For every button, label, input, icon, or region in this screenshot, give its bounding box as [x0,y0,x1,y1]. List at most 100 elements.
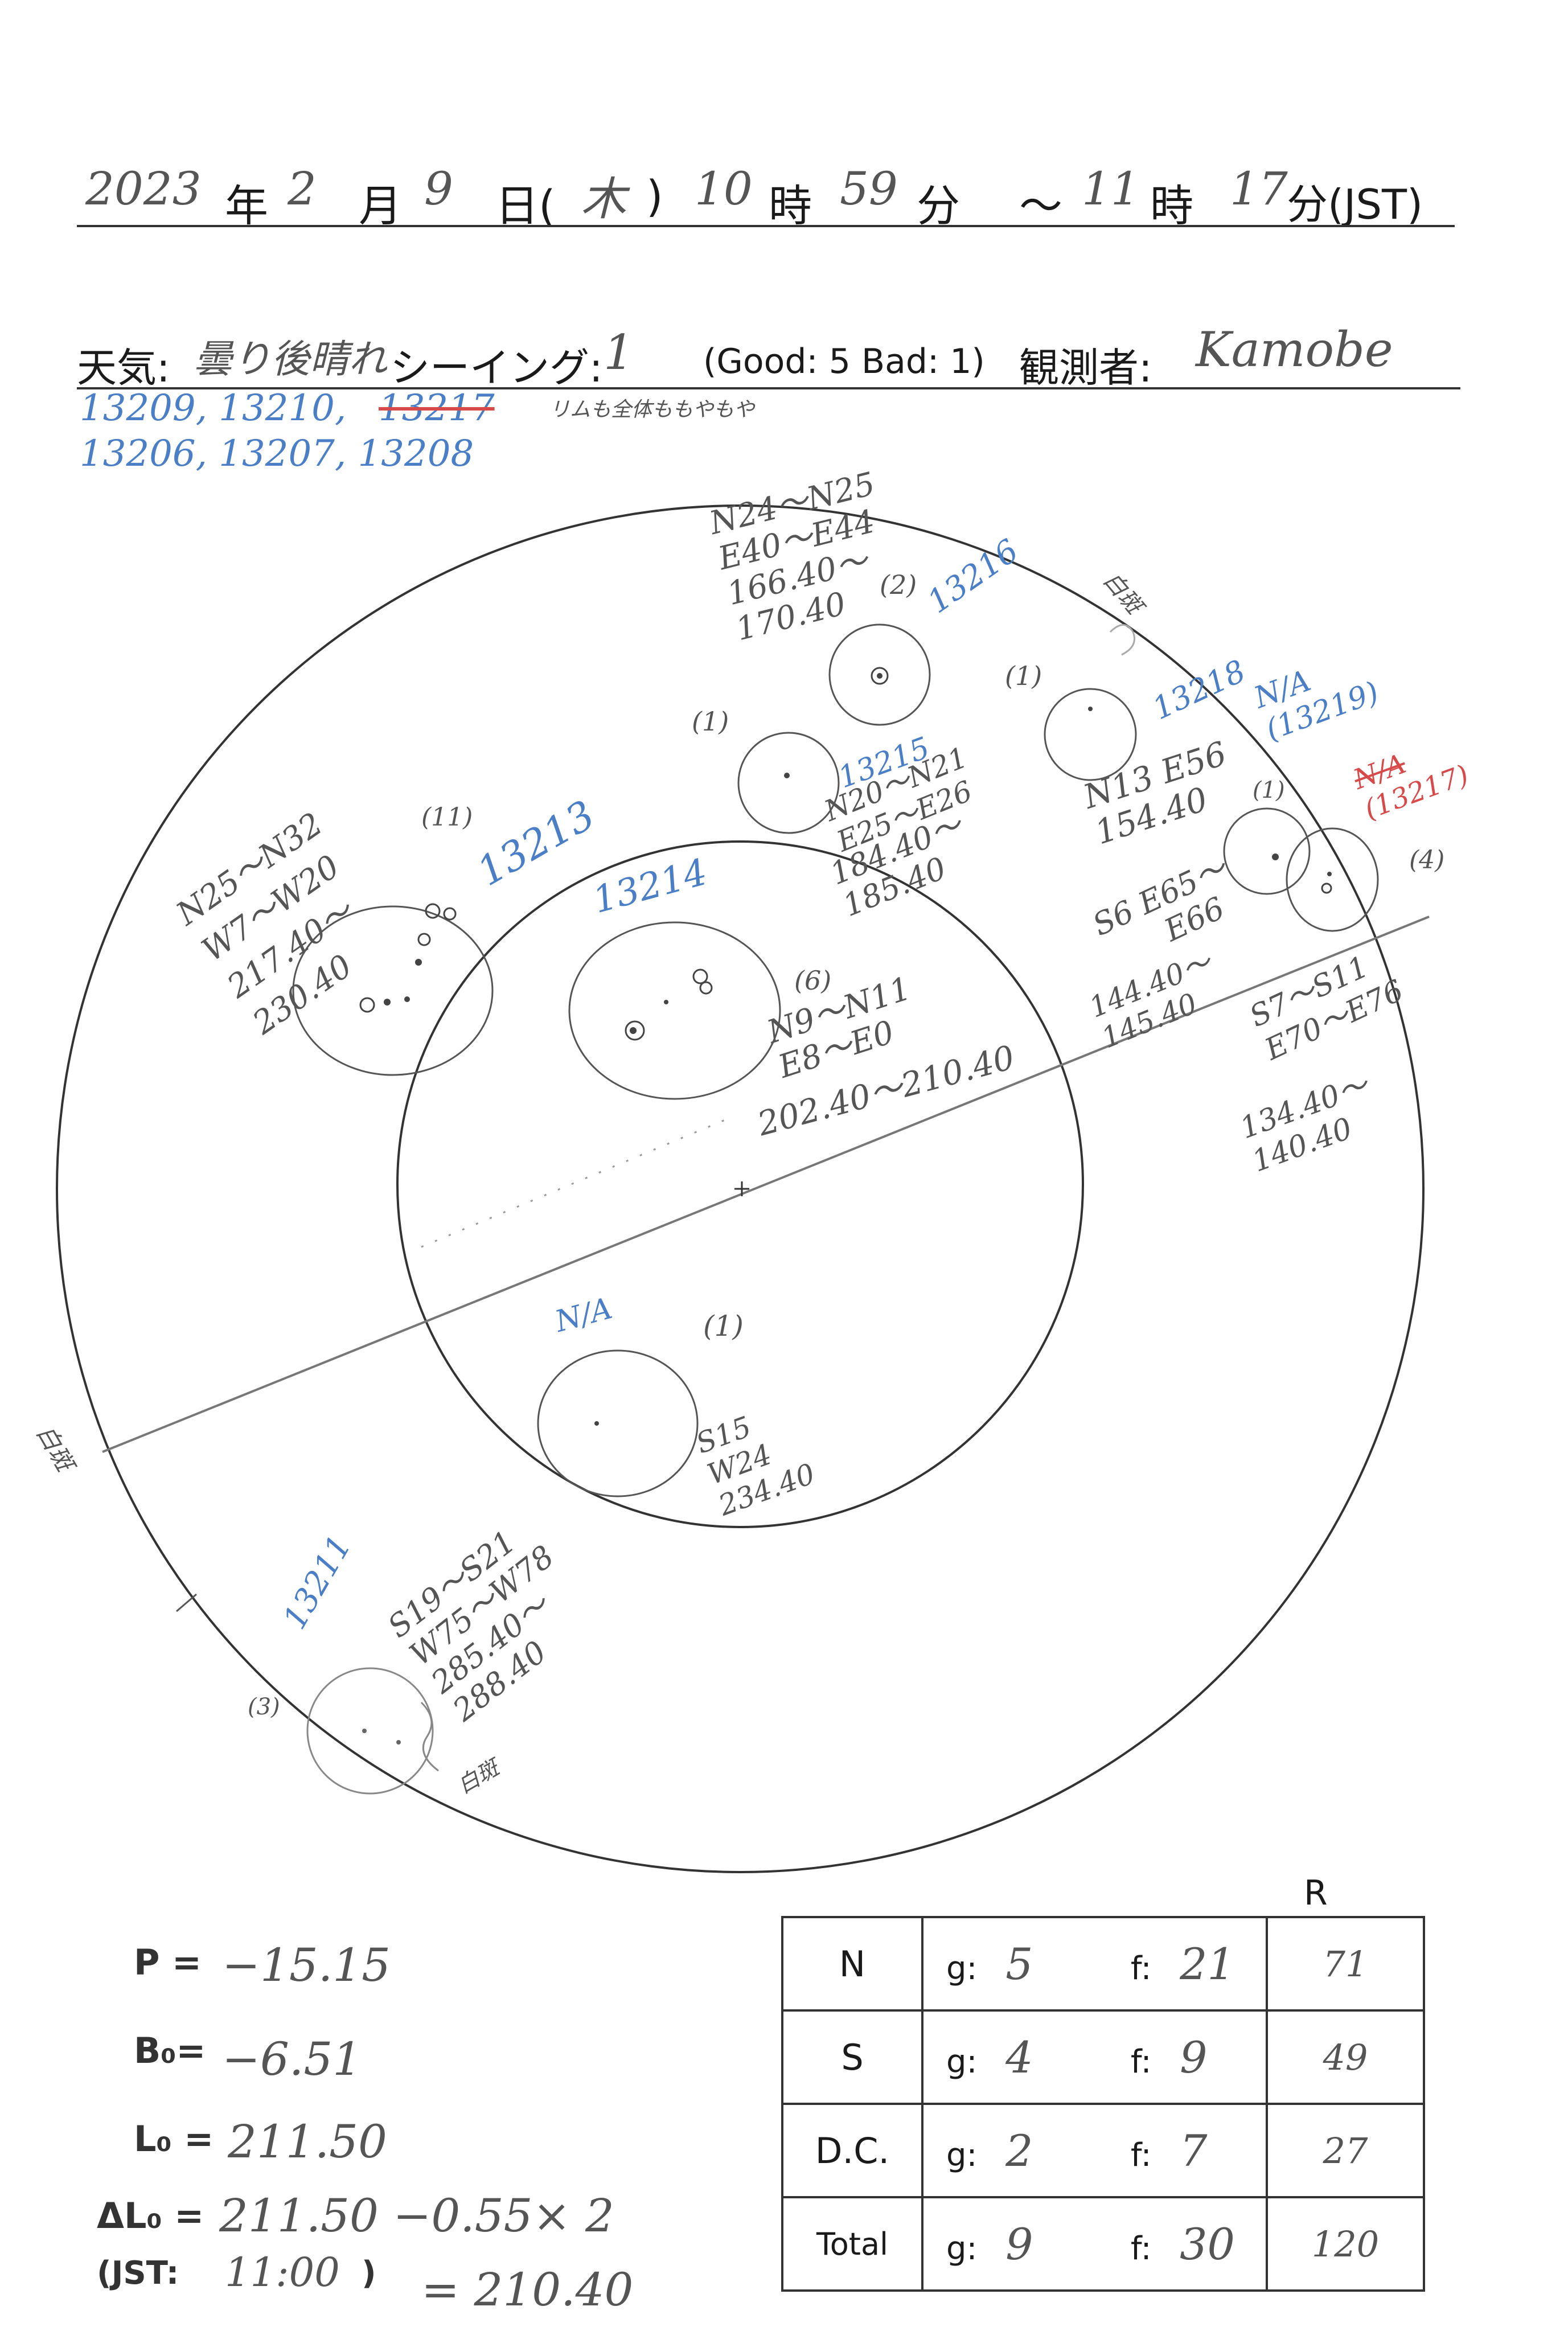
n-f-value: 21 [1180,1938,1235,1989]
seeing-scale: (Good: 5 Bad: 1) [703,342,985,381]
weekday-close: ) [646,171,663,221]
13217-count: (4) [1409,846,1445,875]
day-unit: 日( [495,180,556,231]
end-minute-unit: 分(JST) [1287,180,1423,228]
end-minute-value: 17 [1230,162,1288,215]
spot-group-13217 [1286,827,1379,932]
spot-group-13218 [1044,688,1137,781]
end-hour-value: 11 [1082,162,1140,215]
s-r-value: 49 [1266,2009,1425,2105]
delta-l0-expression: 211.50 −0.55× 2 [219,2189,614,2242]
seeing-value: 1 [604,325,634,380]
13215-count: (1) [692,706,729,737]
13213-count: (11) [421,803,473,832]
solar-disk-outline [56,504,1425,1873]
seeing-label: シーイング: [390,344,603,391]
f-label: f: [1130,2043,1152,2080]
inner-reference-circle [396,840,1084,1528]
n-g-value: 5 [1005,1938,1033,1989]
spot-13213-e [359,997,375,1013]
sunspot-count-table: N g: 5 f: 21 71 S g: 4 f: 9 49 D.C. g: 2… [781,1916,1425,2292]
spot-13214-c [625,1020,645,1041]
spot-13214-a [692,968,708,984]
na-group-count: (1) [703,1310,744,1343]
faculae-sketch-13211 [420,1701,439,1772]
13218-count: (1) [1005,660,1042,691]
spot-13217-b [1327,872,1332,876]
spot-13213-a [425,903,441,919]
dotted-guide-line [421,1115,735,1248]
spot-13213-g [404,996,410,1002]
limb-haze-note: リムも全体ももやもや [549,398,755,421]
year-unit: 年 [225,180,268,231]
jst-label: (JST: [97,2255,179,2292]
jst-close: ) [362,2255,376,2292]
weekday-value: 木 [581,173,626,225]
table-row: N g: 5 f: 21 71 [781,1916,1425,2012]
f-label: f: [1130,1950,1152,1987]
spot-13211-a [362,1729,367,1733]
spot-13217-a [1321,883,1332,894]
month-value: 2 [288,162,317,215]
p-angle-value: −15.15 [222,1939,391,1992]
b0-label: B₀= [134,2030,206,2071]
g-label: g: [946,2230,978,2267]
day-value: 9 [424,162,453,215]
spot-group-13211 [306,1667,434,1795]
start-hour-value: 10 [695,162,753,215]
row-label-dc: D.C. [781,2103,923,2198]
delta-l0-result: = 210.40 [421,2263,634,2316]
spot-13216-penumbra [871,667,889,685]
start-hour-unit: 時 [769,180,812,231]
observer-value: Kamobe [1196,322,1393,377]
spot-group-13213 [292,905,494,1076]
weather-value: 曇り後晴れ [194,337,388,382]
13219-count: (1) [1253,777,1285,803]
13216-count: (2) [880,569,917,600]
equator-line [102,916,1430,1453]
spot-13219-umbra [1272,853,1279,860]
weather-label: 天気: [77,344,170,391]
start-minute-unit: 分 [917,180,960,231]
s-f-value: 9 [1180,2032,1208,2083]
spot-13215-umbra [784,773,790,778]
b0-value: −6.51 [222,2033,362,2086]
r-column-header: R [1304,1873,1328,1913]
row-dc-gf: g: 2 f: 7 [921,2103,1268,2198]
spot-group-13216 [828,623,931,726]
spot-13213-f [384,999,391,1006]
total-r-value: 120 [1266,2196,1425,2292]
end-hour-unit: 時 [1150,180,1193,231]
n-r-value: 71 [1266,1916,1425,2012]
region-list-line2: 13206, 13207, 13208 [80,433,474,475]
total-g-value: 9 [1005,2218,1033,2270]
spot-13216-umbra [877,673,882,679]
table-row: S g: 4 f: 9 49 [781,2009,1425,2105]
f-label: f: [1130,2230,1152,2267]
row-n-gf: g: 5 f: 21 [921,1916,1268,2012]
spot-group-na [537,1349,699,1497]
header-rule [77,225,1455,227]
row-s-gf: g: 4 f: 9 [921,2009,1268,2105]
13211-count: (3) [248,1694,280,1720]
spot-group-13215 [737,732,840,834]
l0-value: 211.50 [228,2115,387,2168]
row-label-n: N [781,1916,923,2012]
spot-13213-c [417,933,431,946]
g-label: g: [946,2043,978,2080]
g-label: g: [946,1950,978,1987]
region-list-line1: 13209, 13210, [80,387,347,429]
spot-group-13214 [568,921,781,1100]
start-minute-value: 59 [840,162,898,215]
delta-l0-label: ΔL₀ = [97,2195,204,2236]
limb-tick [176,1593,197,1612]
spot-13214-c-umbra [630,1027,637,1034]
s-g-value: 4 [1005,2032,1033,2083]
jst-value: 11:00 [225,2249,340,2296]
spot-13214-d [664,1000,668,1004]
g-label: g: [946,2136,978,2174]
13214-count: (6) [794,965,832,996]
observer-label: 観測者: [1019,344,1152,391]
spot-13218-umbra [1088,707,1093,711]
